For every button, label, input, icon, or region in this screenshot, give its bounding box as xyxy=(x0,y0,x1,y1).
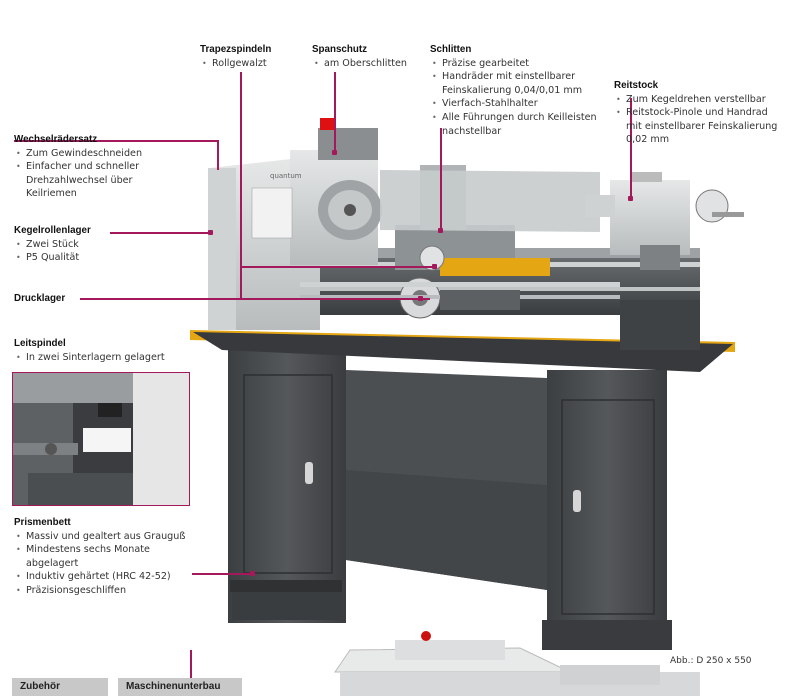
leader-wechselraedersatz-v xyxy=(217,140,219,170)
leader-drucklager-dot xyxy=(418,296,423,301)
leader-schlitten xyxy=(440,128,442,230)
callout-item: Zum Gewindeschneiden xyxy=(14,147,174,161)
callout-heading: Leitspindel xyxy=(14,338,66,349)
callout-heading: Drucklager xyxy=(14,293,66,304)
callout-wechselraedersatz: Wechselrädersatz Zum Gewindeschneiden Ei… xyxy=(14,133,174,201)
leader-kegel-to-bed xyxy=(240,266,436,268)
callout-item: Einfacher und schneller Drehzahlwechsel … xyxy=(14,160,174,201)
machine-preview xyxy=(334,631,700,696)
callout-item: Präzise gearbeitet xyxy=(430,57,600,71)
callout-item: In zwei Sinterlagern gelagert xyxy=(14,351,165,365)
leitspindel-photo-image xyxy=(13,373,189,505)
leitspindel-photo xyxy=(12,372,190,506)
callout-heading: Schlitten xyxy=(430,44,472,55)
callout-spanschutz: Spanschutz am Oberschlitten xyxy=(312,43,407,70)
leader-schlitten-dot xyxy=(438,228,443,233)
callout-item: P5 Qualität xyxy=(14,251,91,265)
callout-prismenbett: Prismenbett Massiv und gealtert aus Grau… xyxy=(14,516,204,598)
tailstock xyxy=(585,172,744,270)
callout-item: Zum Kegeldrehen verstellbar xyxy=(614,93,786,107)
leader-maschinenunterbau xyxy=(190,650,192,678)
callout-item: Induktiv gehärtet (HRC 42-52) xyxy=(14,570,204,584)
callout-item: Alle Führungen durch Keilleisten nachste… xyxy=(430,111,600,138)
tab-maschinenunterbau[interactable]: Maschinenunterbau xyxy=(118,678,242,696)
leader-spanschutz xyxy=(334,72,336,152)
callout-heading: Reitstock xyxy=(614,80,659,91)
leader-trapezspindeln xyxy=(240,72,242,300)
callout-heading: Prismenbett xyxy=(14,517,71,528)
brand-plate: quantum xyxy=(270,172,302,180)
leader-kegel-bed-dot xyxy=(432,264,437,269)
chuck xyxy=(318,180,382,240)
callout-item: Zwei Stück xyxy=(14,238,91,252)
callout-item: Präzisionsgeschliffen xyxy=(14,584,204,598)
leader-reitstock xyxy=(630,98,632,198)
callout-item: am Oberschlitten xyxy=(312,57,407,71)
callout-item: Vierfach-Stahlhalter xyxy=(430,97,600,111)
callout-reitstock: Reitstock Zum Kegeldrehen verstellbar Re… xyxy=(614,79,786,147)
leader-wechselraedersatz xyxy=(14,140,218,142)
leader-reitstock-dot xyxy=(628,196,633,201)
leader-spanschutz-dot xyxy=(332,150,337,155)
callout-heading: Wechselrädersatz xyxy=(14,134,98,145)
headstock: quantum xyxy=(208,118,378,330)
callout-schlitten: Schlitten Präzise gearbeitet Handräder m… xyxy=(430,43,600,138)
callout-drucklager: Drucklager xyxy=(14,292,65,306)
callout-heading: Trapezspindeln xyxy=(200,44,272,55)
callout-item: Mindestens sechs Monate abgelagert xyxy=(14,543,204,570)
callout-heading: Kegelrollenlager xyxy=(14,225,91,236)
callout-item: Reitstock-Pinole und Handrad mit einstel… xyxy=(614,106,786,147)
callout-item: Massiv und gealtert aus Grauguß xyxy=(14,530,204,544)
callout-leitspindel: Leitspindel In zwei Sinterlagern gelager… xyxy=(14,337,165,364)
callout-item: Handräder mit einstellbarer Feinskalieru… xyxy=(430,70,600,97)
figure-caption: Abb.: D 250 x 550 xyxy=(670,656,752,666)
callout-trapezspindeln: Trapezspindeln Rollgewalzt xyxy=(200,43,271,70)
tab-zubehoer[interactable]: Zubehör xyxy=(12,678,108,696)
machine-stand xyxy=(228,345,672,650)
leader-kegelrollenlager-dot xyxy=(208,230,213,235)
leader-prismenbett xyxy=(192,573,252,575)
leader-prismenbett-dot xyxy=(250,571,255,576)
callout-heading: Spanschutz xyxy=(312,44,367,55)
callout-kegelrollenlager: Kegelrollenlager Zwei Stück P5 Qualität xyxy=(14,224,91,265)
leader-drucklager xyxy=(80,298,420,300)
leader-kegelrollenlager xyxy=(110,232,210,234)
callout-item: Rollgewalzt xyxy=(200,57,271,71)
